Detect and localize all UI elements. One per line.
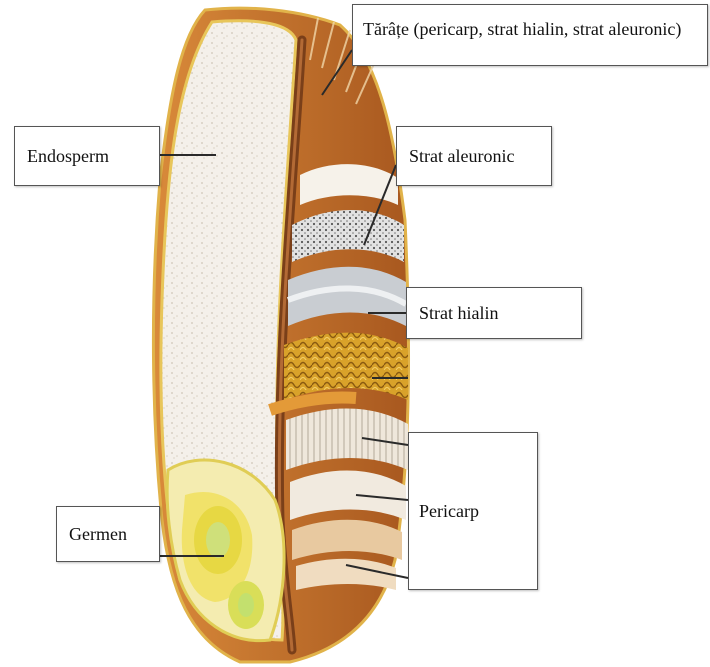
label-strat-aleuronic: Strat aleuronic bbox=[396, 126, 552, 186]
label-pericarp: Pericarp bbox=[408, 432, 538, 590]
label-strat-aleuronic-text: Strat aleuronic bbox=[409, 146, 514, 167]
label-endosperm: Endosperm bbox=[14, 126, 160, 186]
label-pericarp-text: Pericarp bbox=[419, 501, 479, 522]
label-endosperm-text: Endosperm bbox=[27, 146, 109, 167]
label-tarate-text: Tărâțe (pericarp, strat hialin, strat al… bbox=[363, 19, 681, 40]
label-germen: Germen bbox=[56, 506, 160, 562]
label-strat-hialin: Strat hialin bbox=[406, 287, 582, 339]
label-tarate: Tărâțe (pericarp, strat hialin, strat al… bbox=[352, 4, 708, 66]
label-strat-hialin-text: Strat hialin bbox=[419, 303, 499, 324]
label-germen-text: Germen bbox=[69, 524, 127, 545]
